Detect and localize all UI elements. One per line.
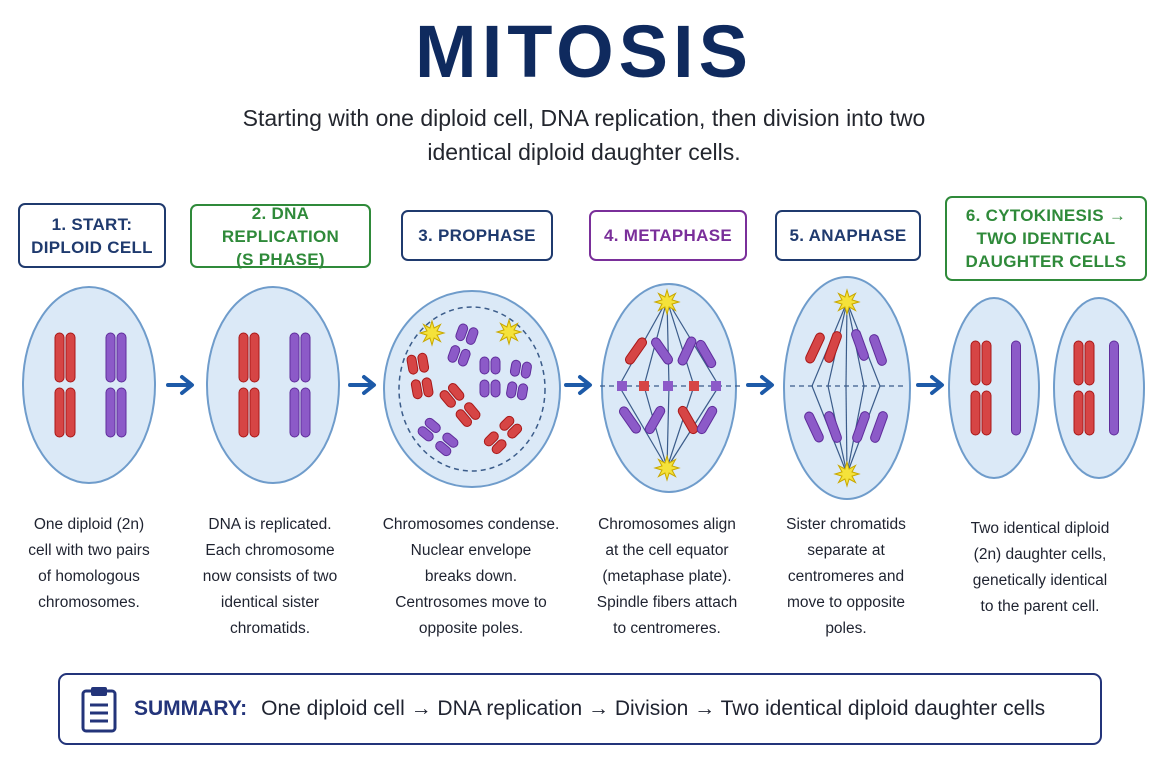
centrosome-icon — [418, 319, 446, 347]
centrosome-icon — [653, 288, 681, 316]
centromere — [689, 381, 699, 391]
chromosome — [417, 417, 459, 457]
chromosome — [447, 323, 479, 367]
cell-replicated — [206, 286, 340, 484]
centrosome-icon — [833, 288, 861, 316]
stage-1-label: 1. START: DIPLOID CELL — [18, 203, 166, 268]
chromatid — [805, 332, 825, 364]
chromosome — [970, 340, 992, 436]
chromatid — [650, 337, 674, 365]
stage-3-description: Chromosomes condense. Nuclear envelope b… — [382, 516, 560, 637]
centrosome-icon — [495, 318, 523, 346]
page-subtitle: Starting with one diploid cell, DNA repl… — [242, 105, 926, 165]
arrow-icon — [916, 375, 944, 395]
arrow-icon — [166, 375, 194, 395]
spindle-line — [666, 299, 695, 387]
daughter-cell-left — [948, 297, 1040, 479]
chromatid — [870, 411, 888, 443]
arrow-icon — [348, 375, 376, 395]
stage-arrows — [166, 375, 944, 395]
summary-box: SUMMARY: One diploid cell → DNA replicat… — [58, 673, 1102, 745]
chromatid — [824, 411, 842, 443]
chromatid — [804, 411, 824, 443]
spindle-line — [666, 385, 670, 469]
clipboard-icon — [81, 687, 117, 733]
cell-start — [22, 286, 156, 484]
stage-6-description: Two identical diploid (2n) daughter cell… — [970, 520, 1110, 615]
summary-label: SUMMARY: — [134, 697, 248, 720]
daughter-cell-right — [1053, 297, 1145, 479]
summary-text: One diploid cell → DNA replication → Div… — [261, 697, 1046, 720]
stage-3-label: 3. PROPHASE — [401, 210, 553, 261]
chromatid — [677, 336, 697, 366]
nuclear-envelope — [398, 306, 546, 472]
mitosis-diagram — [22, 276, 1145, 500]
spindle-line — [845, 385, 848, 475]
cell-anaphase — [783, 276, 911, 500]
centromere — [617, 381, 627, 391]
spindle-line — [845, 301, 848, 387]
centromere — [639, 381, 649, 391]
stage-5-description: Sister chromatids separate at centromere… — [786, 516, 906, 637]
page-title: MITOSIS — [415, 10, 753, 93]
centrosome-icon — [653, 454, 681, 482]
chromatid — [618, 406, 642, 434]
chromatid — [677, 405, 699, 435]
stage-4-description: Chromosomes align at the cell equator (m… — [596, 516, 738, 637]
cell-prophase — [383, 290, 561, 488]
arrow-icon — [564, 375, 592, 395]
chromatid — [1011, 340, 1021, 436]
centrosomes — [418, 288, 861, 488]
arrow-icon — [746, 375, 774, 395]
chromosome — [289, 332, 311, 438]
stage-2-label: 2. DNA REPLICATION (S PHASE) — [190, 204, 371, 269]
chromatid — [696, 405, 718, 435]
stage-4-label: 4. METAPHASE — [589, 210, 747, 261]
chromatid — [624, 337, 648, 365]
chromatid — [824, 331, 842, 363]
chromosomes — [54, 323, 1119, 457]
chromatid — [852, 411, 870, 443]
chromosome — [406, 352, 434, 400]
chromosome — [479, 356, 501, 398]
centromere — [663, 381, 673, 391]
chromatid — [644, 405, 666, 435]
stage-1-description: One diploid (2n) cell with two pairs of … — [28, 516, 150, 611]
spindle-line — [666, 385, 695, 469]
chromatid — [851, 329, 869, 361]
chromatid — [869, 334, 887, 366]
chromosome — [105, 332, 127, 438]
centromere — [711, 381, 721, 391]
spindle-line — [618, 385, 668, 469]
chromosome — [483, 415, 523, 455]
chromatid — [695, 339, 717, 369]
centrosome-icon — [833, 460, 861, 488]
chromosome — [439, 383, 481, 427]
stage-2-description: DNA is replicated. Each chromosome now c… — [202, 516, 338, 637]
chromatid — [1109, 340, 1119, 436]
stage-6-label: 6. CYTOKINESIS → TWO IDENTICAL DAUGHTER … — [945, 196, 1147, 281]
chromosome — [54, 332, 76, 438]
chromosome — [1073, 340, 1095, 436]
chromosome — [238, 332, 260, 438]
chromosome — [506, 359, 532, 401]
stage-5-label: 5. ANAPHASE — [775, 210, 921, 261]
